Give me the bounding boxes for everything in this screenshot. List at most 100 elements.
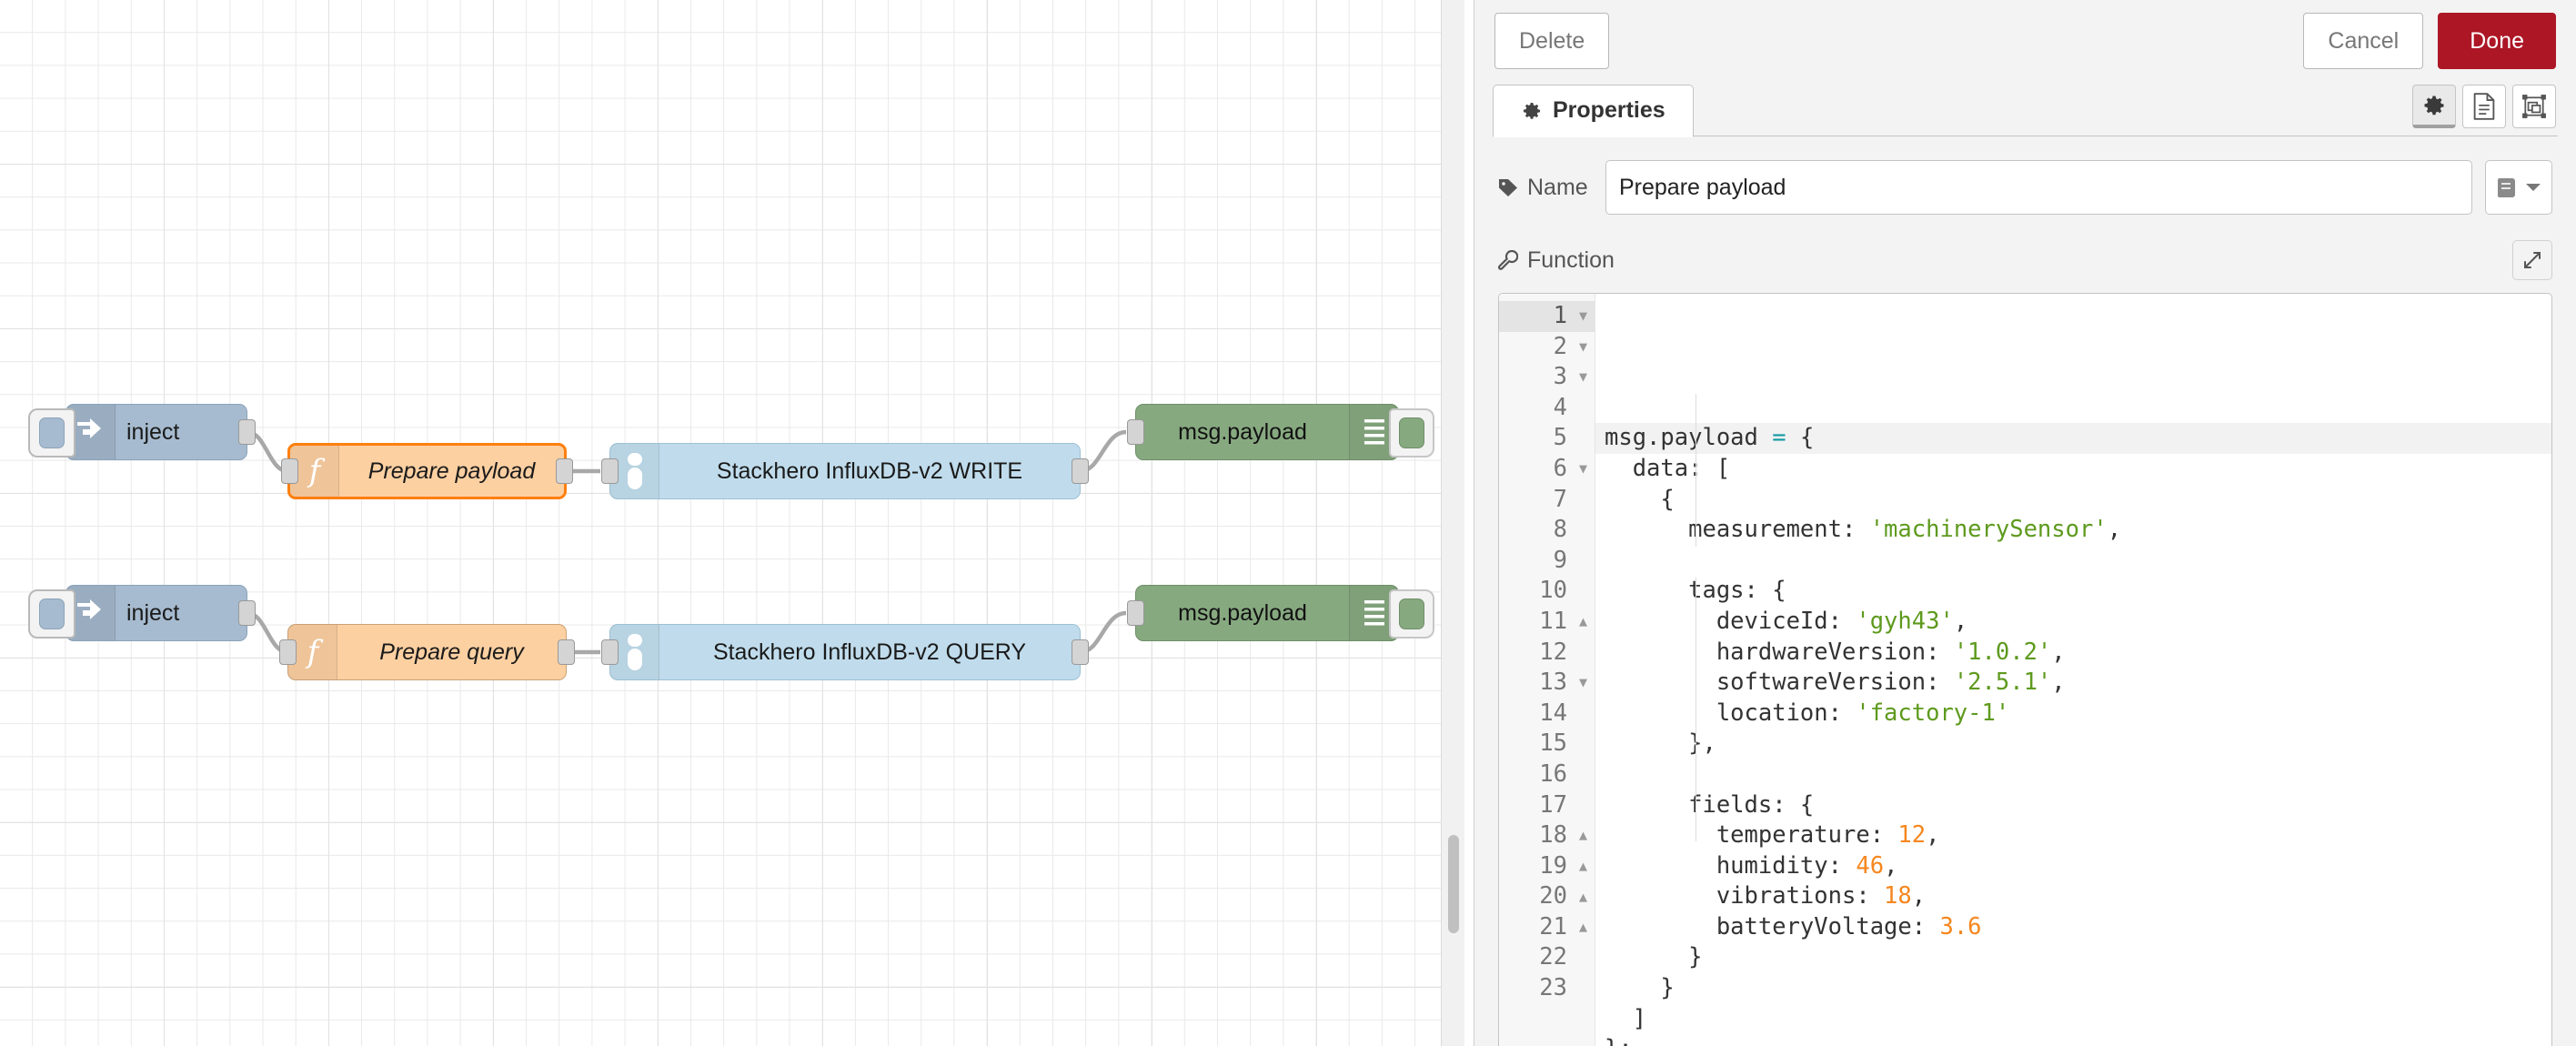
editor-code-line: hardwareVersion: '1.0.2', <box>1595 638 2551 669</box>
code-token: 18 <box>1884 882 1912 910</box>
name-lookup-button[interactable] <box>2485 160 2552 215</box>
gear-icon <box>1521 100 1543 122</box>
node-debug-1[interactable]: msg.payload <box>1135 404 1399 460</box>
code-token: 'gyh43' <box>1856 608 1953 635</box>
code-token: , <box>2108 516 2121 543</box>
wrench-icon <box>1498 250 1518 270</box>
editor-line-number: 5 <box>1499 423 1595 454</box>
flow-canvas[interactable]: inject f Prepare payload <box>0 0 1464 1046</box>
port-out-inject-2[interactable] <box>238 600 256 626</box>
fold-down-icon[interactable]: ▼ <box>1573 462 1587 476</box>
fold-up-icon[interactable]: ▲ <box>1573 890 1587 904</box>
canvas-grid <box>0 0 1464 1046</box>
delete-button[interactable]: Delete <box>1494 13 1609 69</box>
editor-code-line <box>1595 546 2551 577</box>
inject-trigger-button-1[interactable] <box>28 408 75 458</box>
editor-code-line: ] <box>1595 1004 2551 1035</box>
code-token: location: <box>1605 699 1856 727</box>
code-token: '2.5.1' <box>1954 669 2051 696</box>
debug-toggle-button-1[interactable] <box>1389 408 1434 458</box>
code-token: humidity: <box>1605 852 1856 880</box>
code-token: deviceId: <box>1605 608 1856 635</box>
code-token: fields: { <box>1605 791 1814 819</box>
port-out-influx-2[interactable] <box>1072 639 1089 665</box>
port-in-influx-1[interactable] <box>601 458 619 484</box>
inject-trigger-button-2[interactable] <box>28 589 75 639</box>
expand-editor-button[interactable] <box>2512 240 2552 280</box>
node-inject-2[interactable]: inject <box>65 585 247 641</box>
node-influx-query[interactable]: Stackhero InfluxDB-v2 QUERY <box>609 624 1081 680</box>
code-token: , <box>1884 852 1897 880</box>
editor-code-line: deviceId: 'gyh43', <box>1595 607 2551 638</box>
fold-up-icon[interactable]: ▲ <box>1573 829 1587 842</box>
editor-line-number: 15 <box>1499 729 1595 759</box>
gear-icon-button[interactable] <box>2412 85 2456 128</box>
port-out-inject-1[interactable] <box>238 419 256 445</box>
cancel-button[interactable]: Cancel <box>2303 13 2423 69</box>
done-button[interactable]: Done <box>2438 13 2556 69</box>
node-function-prepare-query[interactable]: f Prepare query <box>287 624 567 680</box>
node-edit-panel: Delete Cancel Done Properties <box>1474 0 2576 1046</box>
editor-line-number: 11▲ <box>1499 607 1595 638</box>
editor-line-number: 18▲ <box>1499 820 1595 851</box>
fold-up-icon[interactable]: ▲ <box>1573 615 1587 629</box>
editor-code-area[interactable]: msg.payload = { data: [ { measurement: '… <box>1595 294 2551 1046</box>
editor-line-number: 10 <box>1499 576 1595 607</box>
function-label: Function <box>1527 247 1615 274</box>
panel-toolbar: Delete Cancel Done <box>1474 0 2576 82</box>
port-in-function-2[interactable] <box>279 639 297 665</box>
code-token: ] <box>1605 1005 1646 1032</box>
editor-code-line: temperature: 12, <box>1595 820 2551 851</box>
node-influx-write[interactable]: Stackhero InfluxDB-v2 WRITE <box>609 443 1081 499</box>
fold-down-icon[interactable]: ▼ <box>1573 370 1587 384</box>
fold-down-icon[interactable]: ▼ <box>1573 676 1587 689</box>
lines-icon <box>1361 598 1388 629</box>
fold-up-icon[interactable]: ▲ <box>1573 860 1587 873</box>
canvas-scrollbar-thumb[interactable] <box>1448 835 1459 933</box>
node-debug-2[interactable]: msg.payload <box>1135 585 1399 641</box>
editor-code-line: tags: { <box>1595 576 2551 607</box>
code-token: } <box>1605 974 1675 1001</box>
node-label-debug-2: msg.payload <box>1136 600 1349 627</box>
chevron-down-icon <box>2525 182 2541 193</box>
editor-code-line: vibrations: 18, <box>1595 881 2551 912</box>
code-token: 12 <box>1897 821 1926 849</box>
document-icon <box>2472 93 2496 120</box>
canvas-vertical-scrollbar[interactable] <box>1441 0 1464 1046</box>
appearance-icon-button[interactable] <box>2512 85 2556 128</box>
port-out-influx-1[interactable] <box>1072 458 1089 484</box>
fold-up-icon[interactable]: ▲ <box>1573 920 1587 934</box>
port-in-influx-2[interactable] <box>601 639 619 665</box>
expand-icon <box>2522 250 2542 270</box>
code-token: , <box>1954 608 1967 635</box>
node-inject-1[interactable]: inject <box>65 404 247 460</box>
tab-properties[interactable]: Properties <box>1493 85 1694 137</box>
name-input[interactable] <box>1605 160 2472 215</box>
node-function-prepare-payload[interactable]: f Prepare payload <box>287 443 567 499</box>
port-in-debug-2[interactable] <box>1127 600 1144 626</box>
port-in-debug-1[interactable] <box>1127 419 1144 445</box>
editor-code-line: humidity: 46, <box>1595 851 2551 882</box>
code-token: { <box>1605 486 1675 513</box>
port-in-function-1[interactable] <box>281 458 298 484</box>
editor-line-number: 9 <box>1499 546 1595 577</box>
node-label-influx-1: Stackhero InfluxDB-v2 WRITE <box>659 458 1080 485</box>
editor-line-number: 13▼ <box>1499 668 1595 699</box>
fold-down-icon[interactable]: ▼ <box>1573 340 1587 354</box>
debug-toggle-button-2[interactable] <box>1389 589 1434 639</box>
function-code-editor[interactable]: 1▼2▼3▼456▼7891011▲1213▼1415161718▲19▲20▲… <box>1498 293 2552 1046</box>
gear-icon <box>2421 93 2447 118</box>
editor-line-number: 16 <box>1499 759 1595 790</box>
editor-code-line: location: 'factory-1' <box>1595 699 2551 729</box>
code-token: } <box>1605 943 1702 971</box>
description-icon-button[interactable] <box>2462 85 2506 128</box>
editor-code-line: }, <box>1595 729 2551 759</box>
editor-code-line: } <box>1595 973 2551 1004</box>
fold-down-icon[interactable]: ▼ <box>1573 309 1587 323</box>
panel-body: Name <box>1474 136 2576 1046</box>
name-label-group: Name <box>1498 175 1605 201</box>
port-out-function-2[interactable] <box>558 639 575 665</box>
editor-line-number: 17 <box>1499 790 1595 821</box>
port-out-function-1[interactable] <box>556 458 573 484</box>
